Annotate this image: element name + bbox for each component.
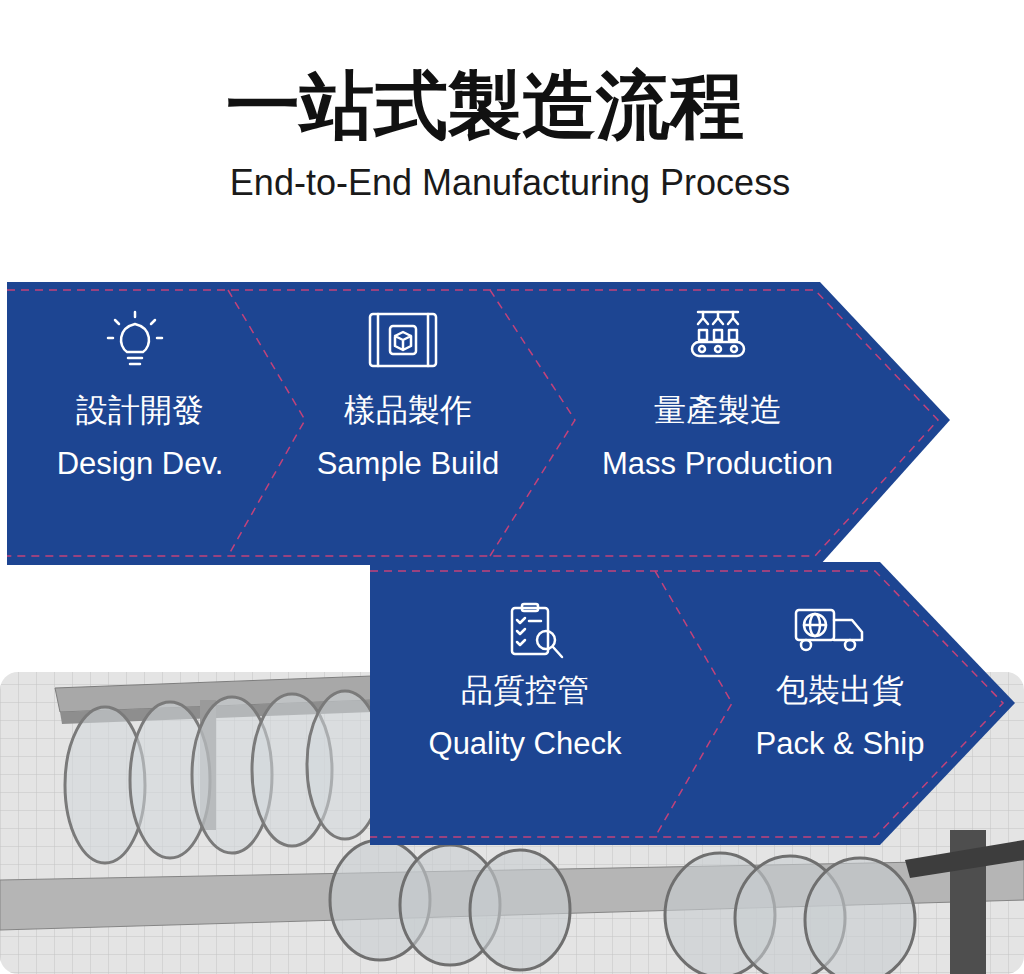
ray xyxy=(108,337,113,340)
clipboard-icon xyxy=(512,604,562,657)
process-step: 設計開發Design Dev. xyxy=(20,384,260,490)
step-title-en: Pack & Ship xyxy=(720,717,960,770)
line xyxy=(529,620,541,623)
bulb-base xyxy=(130,363,140,366)
part xyxy=(699,330,707,340)
dashed-separator xyxy=(490,290,575,556)
process-step: 量產製造Mass Production xyxy=(575,384,860,490)
step-title-en: Quality Check xyxy=(395,717,655,770)
bulb-base xyxy=(128,357,142,360)
glass-discs-bottom xyxy=(330,840,915,974)
step-title-en: Mass Production xyxy=(575,437,860,490)
title: 一站式製造流程 xyxy=(135,62,835,148)
glass-disc xyxy=(470,850,570,970)
chevron-band xyxy=(7,282,950,565)
bulb xyxy=(121,324,149,352)
roller xyxy=(715,346,721,352)
scroll-roll xyxy=(427,314,430,366)
lightbulb-icon xyxy=(108,312,162,364)
cargo xyxy=(796,610,834,640)
subtitle: End-to-End Manufacturing Process xyxy=(60,158,960,208)
truck-icon xyxy=(796,610,862,650)
step-title-zh: 設計開發 xyxy=(20,384,260,437)
ray xyxy=(115,320,119,324)
globe-equator xyxy=(804,624,826,627)
chevron-band xyxy=(370,562,1015,845)
dashed-outline xyxy=(370,571,1003,837)
process-step: 樣品製作Sample Build xyxy=(290,384,526,490)
scroll xyxy=(370,314,436,366)
machine-icon xyxy=(692,312,744,356)
dashed-outline xyxy=(7,290,938,556)
dashed-separator xyxy=(655,571,732,837)
step-title-zh: 樣品製作 xyxy=(290,384,526,437)
step-title-en: Sample Build xyxy=(290,437,526,490)
ray xyxy=(134,312,137,317)
part xyxy=(729,330,737,340)
cab xyxy=(834,620,862,640)
roller xyxy=(731,346,737,352)
dashed-separator xyxy=(228,290,305,556)
glass-disc xyxy=(805,858,915,974)
roller xyxy=(699,346,705,352)
clip xyxy=(522,604,538,611)
process-step: 包裝出貨Pack & Ship xyxy=(720,664,960,770)
dashed-guides xyxy=(7,290,1003,837)
step-title-zh: 量產製造 xyxy=(575,384,860,437)
glass-discs xyxy=(65,691,383,863)
process-step: 品質控管Quality Check xyxy=(395,664,655,770)
grippers xyxy=(698,312,738,324)
cube xyxy=(395,332,411,350)
icons xyxy=(108,312,862,657)
ray xyxy=(151,320,155,324)
wheel xyxy=(845,640,855,650)
step-title-zh: 品質控管 xyxy=(395,664,655,717)
frame xyxy=(390,326,416,354)
wheel xyxy=(801,640,811,650)
scroll-roll xyxy=(377,314,380,366)
step-title-en: Design Dev. xyxy=(20,437,260,490)
globe xyxy=(804,614,826,636)
conveyor xyxy=(692,342,744,356)
magnifier-handle xyxy=(553,647,562,657)
part xyxy=(714,330,722,340)
step-title-zh: 包裝出貨 xyxy=(720,664,960,717)
frame-arm xyxy=(905,840,1024,878)
checkmarks xyxy=(517,618,525,645)
blueprint-icon xyxy=(370,314,436,366)
ray xyxy=(157,337,162,340)
